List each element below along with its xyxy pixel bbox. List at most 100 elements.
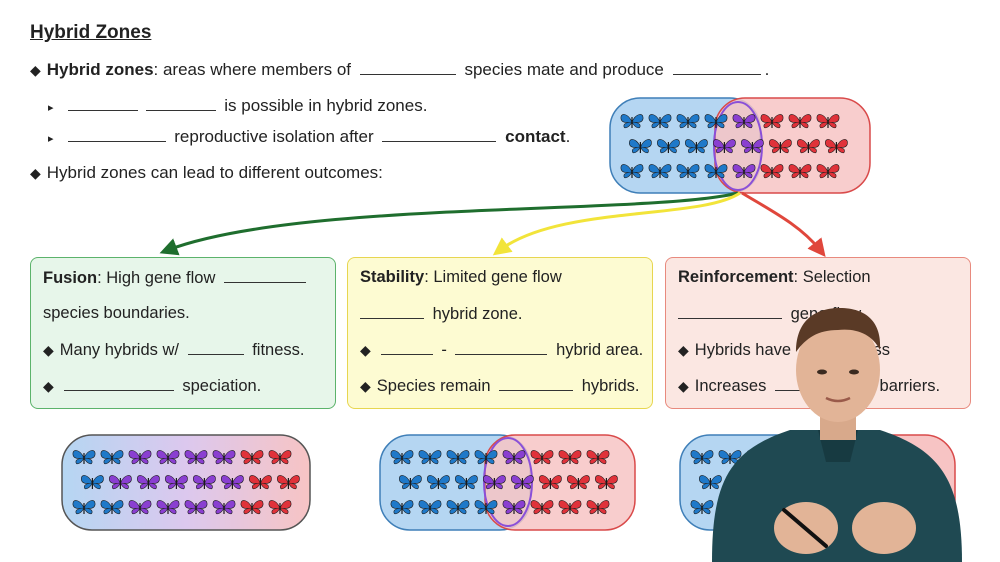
butterfly-icon bbox=[128, 450, 152, 465]
stability-text: Species remain bbox=[376, 377, 491, 395]
butterfly-icon bbox=[156, 500, 180, 515]
butterfly-group-stability bbox=[390, 450, 618, 515]
butterfly-icon bbox=[249, 475, 272, 490]
term-hybrid-zones: Hybrid zones bbox=[46, 60, 154, 79]
fusion-line-2: species boundaries. bbox=[43, 304, 190, 322]
fusion-title: Fusion bbox=[43, 269, 98, 287]
butterfly-icon bbox=[81, 475, 104, 490]
fill-blank bbox=[67, 96, 138, 111]
butterfly-icon bbox=[657, 139, 680, 154]
fill-blank bbox=[63, 376, 174, 391]
butterfly-icon bbox=[221, 475, 244, 490]
fusion-text: speciation. bbox=[182, 377, 262, 395]
fill-blank bbox=[359, 60, 456, 75]
butterfly-icon bbox=[595, 475, 618, 490]
butterfly-icon bbox=[788, 164, 812, 179]
butterfly-group-top bbox=[620, 114, 848, 179]
butterfly-icon bbox=[277, 475, 300, 490]
fill-blank bbox=[774, 376, 871, 391]
butterfly-icon bbox=[502, 450, 526, 465]
butterfly-icon bbox=[788, 114, 812, 129]
fill-blank bbox=[455, 340, 548, 355]
fusion-desc: : High gene flow bbox=[97, 269, 216, 287]
bullet-hybrid-zones: ◆Hybrid zones: areas where members of sp… bbox=[30, 60, 769, 80]
fill-blank bbox=[224, 268, 306, 283]
stability-line-2: hybrid zone. bbox=[360, 304, 522, 324]
butterfly-icon bbox=[100, 450, 124, 465]
butterfly-icon bbox=[539, 475, 562, 490]
fill-blank bbox=[382, 127, 497, 142]
butterfly-icon bbox=[184, 450, 208, 465]
butterfly-icon bbox=[390, 450, 414, 465]
diamond-bullet-icon: ◆ bbox=[678, 378, 689, 394]
butterfly-icon bbox=[72, 450, 96, 465]
butterfly-icon bbox=[732, 114, 756, 129]
sub-bullet-2: ▸ reproductive isolation after contact. bbox=[48, 127, 570, 147]
butterfly-icon bbox=[268, 450, 292, 465]
diamond-bullet-icon: ◆ bbox=[678, 342, 689, 358]
fill-blank bbox=[187, 340, 244, 355]
butterfly-icon bbox=[137, 475, 160, 490]
butterfly-icon bbox=[193, 475, 216, 490]
reinforcement-line-1: Reinforcement: Selection bbox=[678, 268, 871, 287]
butterfly-icon bbox=[825, 139, 848, 154]
butterfly-icon bbox=[648, 164, 672, 179]
arrow-icon-to-fusion bbox=[159, 191, 739, 256]
butterfly-icon bbox=[732, 164, 756, 179]
reinforcement-text: Hybrids have bbox=[694, 341, 792, 359]
butterfly-icon bbox=[128, 500, 152, 515]
reinforcement-text: Increases bbox=[694, 377, 767, 395]
butterfly-icon bbox=[511, 475, 534, 490]
butterfly-icon bbox=[390, 500, 414, 515]
stability-box: Stability: Limited gene flow hybrid zone… bbox=[347, 257, 653, 409]
butterfly-icon bbox=[741, 139, 764, 154]
reinforcement-line-3: ◆Hybrids have fitness bbox=[678, 340, 890, 360]
reinforcement-text: gene flow. bbox=[790, 305, 865, 323]
butterfly-icon bbox=[212, 450, 236, 465]
sub-bullet-text: is possible in hybrid zones. bbox=[224, 96, 428, 115]
stability-title: Stability bbox=[360, 268, 425, 286]
butterfly-icon bbox=[212, 500, 236, 515]
butterfly-icon bbox=[704, 114, 728, 129]
butterfly-icon bbox=[483, 475, 506, 490]
fusion-line-4: ◆ speciation. bbox=[43, 376, 261, 396]
butterfly-icon bbox=[530, 450, 554, 465]
fill-blank bbox=[67, 127, 166, 142]
bullet-text: species mate and produce bbox=[464, 60, 664, 79]
reinforcement-text: barriers. bbox=[879, 377, 941, 395]
butterfly-icon bbox=[240, 450, 264, 465]
butterfly-icon bbox=[268, 500, 292, 515]
butterfly-icon bbox=[109, 475, 132, 490]
triangle-bullet-icon: ▸ bbox=[48, 102, 54, 114]
butterfly-icon bbox=[769, 139, 792, 154]
butterfly-icon bbox=[690, 450, 714, 465]
reinforcement-line-4: ◆ Increases barriers. bbox=[678, 376, 940, 396]
stability-line-4: ◆Species remain hybrids. bbox=[360, 376, 639, 396]
fusion-line-3: ◆Many hybrids w/ fitness. bbox=[43, 340, 304, 360]
butterfly-icon bbox=[399, 475, 422, 490]
butterfly-icon bbox=[816, 164, 840, 179]
butterfly-icon bbox=[690, 500, 714, 515]
butterfly-icon bbox=[446, 500, 470, 515]
reinforcement-desc: : Selection bbox=[793, 268, 871, 286]
butterfly-icon bbox=[586, 500, 610, 515]
bullet-text: : areas where members of bbox=[153, 60, 351, 79]
reinforcement-box: Reinforcement: Selection gene flow. ◆ Hyb… bbox=[665, 257, 971, 409]
fill-blank bbox=[360, 304, 424, 319]
diamond-bullet-icon: ◆ bbox=[43, 378, 54, 394]
butterfly-icon bbox=[558, 450, 582, 465]
butterfly-icon bbox=[502, 500, 526, 515]
stability-desc: : Limited gene flow bbox=[424, 268, 562, 286]
diamond-bullet-icon: ◆ bbox=[43, 342, 54, 358]
bullet-end: . bbox=[764, 60, 770, 79]
butterfly-icon bbox=[100, 500, 124, 515]
butterfly-icon bbox=[648, 114, 672, 129]
slide-title: Hybrid Zones bbox=[30, 22, 152, 43]
fill-blank bbox=[678, 304, 782, 319]
fill-blank bbox=[499, 376, 574, 391]
butterfly-icon bbox=[240, 500, 264, 515]
butterfly-icon bbox=[629, 139, 652, 154]
sub-bullet-end: . bbox=[565, 127, 571, 146]
diamond-bullet-icon: ◆ bbox=[30, 165, 41, 181]
reinforcement-title: Reinforcement bbox=[678, 268, 794, 286]
